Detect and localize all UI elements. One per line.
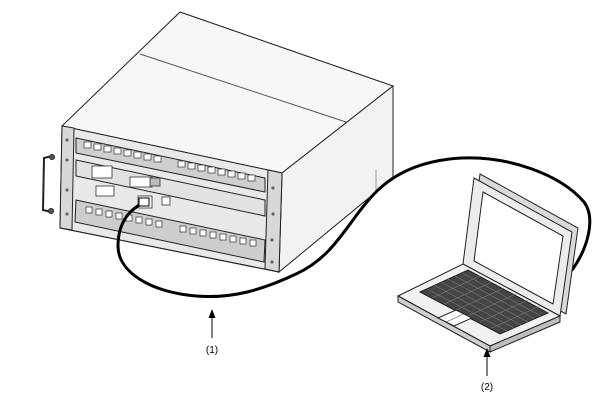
callout-1: (1) xyxy=(206,309,218,356)
callout-2-arrowhead xyxy=(483,348,491,357)
cable-connector xyxy=(138,197,150,207)
chassis-handle xyxy=(41,155,53,213)
laptop xyxy=(396,173,579,353)
callout-1-label: (1) xyxy=(206,345,218,356)
laptop-screen xyxy=(473,191,564,305)
line-card-top xyxy=(75,137,266,193)
callout-1-arrowhead xyxy=(208,309,216,318)
line-card-bottom xyxy=(74,199,266,263)
console-cable xyxy=(116,156,592,299)
laptop-keyboard xyxy=(418,269,550,335)
router-chassis xyxy=(41,11,395,274)
callout-2: (2) xyxy=(481,348,493,393)
callout-2-label: (2) xyxy=(481,382,493,393)
